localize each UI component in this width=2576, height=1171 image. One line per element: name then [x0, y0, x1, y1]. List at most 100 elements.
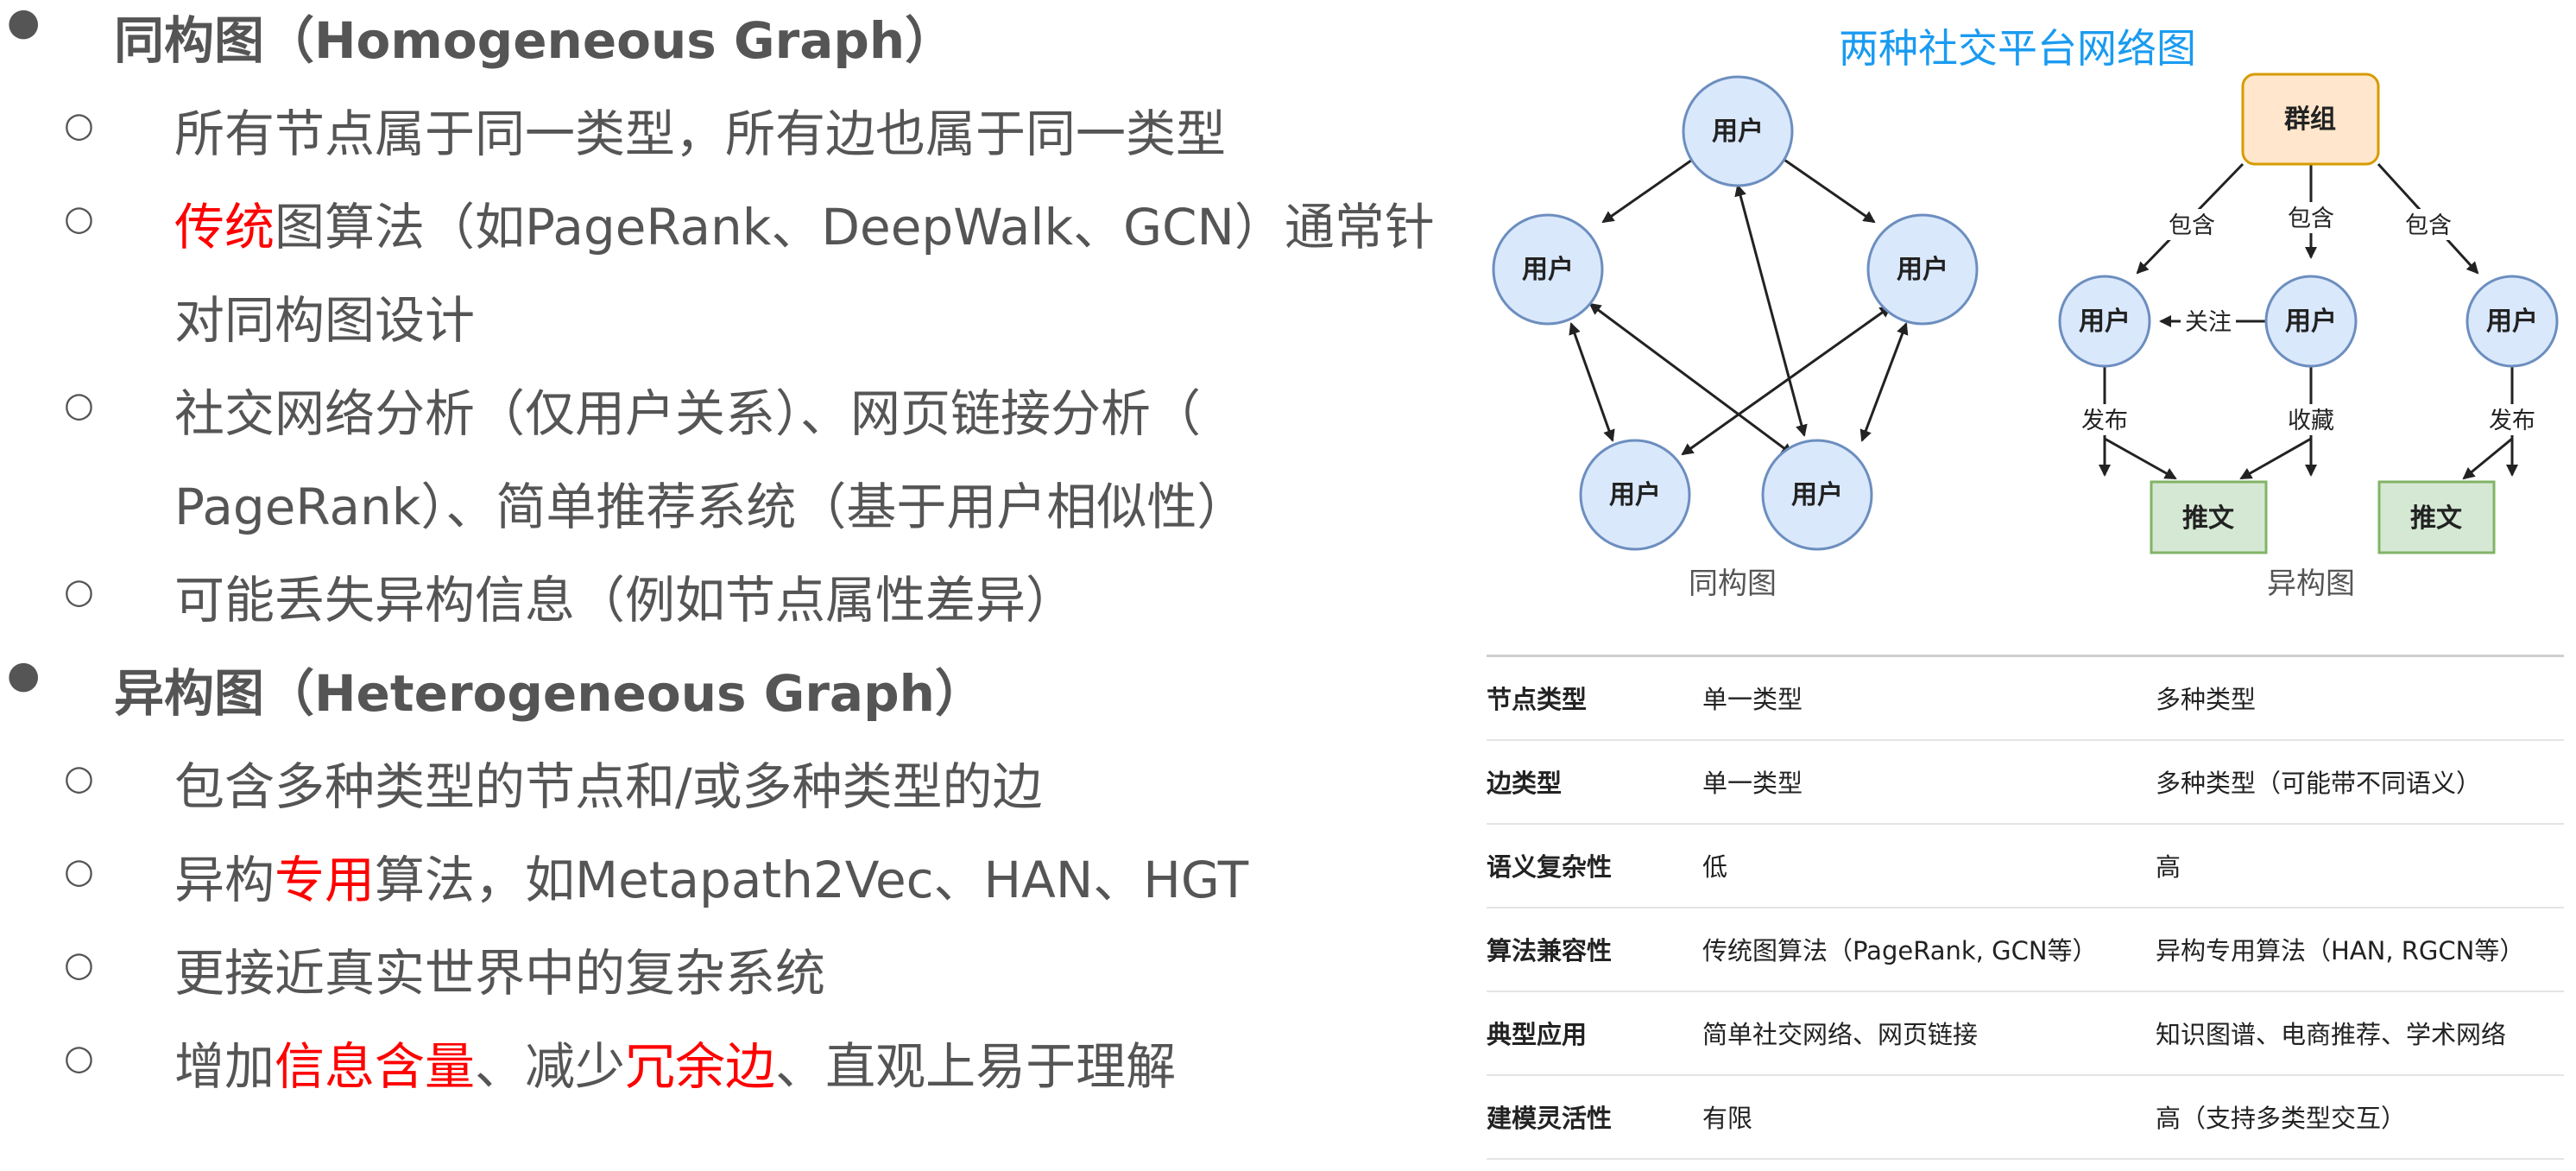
homo-user-node: 用户 — [1761, 439, 1873, 551]
tweet-node: 推文 — [2377, 480, 2496, 554]
table-cell: 低 — [1702, 852, 1728, 882]
bullet-text-segment: 所有节点属于同一类型，所有边也属于同一类型 — [174, 104, 1227, 163]
bullet-circle-icon: ○ — [64, 199, 94, 238]
hetero-user-node: 用户 — [2058, 275, 2151, 368]
bullet-text: 社交网络分析（仅用户关系）、网页链接分析（ — [174, 373, 1201, 446]
hetero-user-node: 用户 — [2264, 275, 2358, 368]
table-row: 典型应用 简单社交网络、网页链接 知识图谱、电商推荐、学术网络 — [1487, 991, 2564, 1075]
bullet-circle-icon: ○ — [64, 851, 94, 891]
table-cell: 简单社交网络、网页链接 — [1702, 1020, 1979, 1049]
tweet-node: 推文 — [2150, 480, 2268, 554]
homo-caption: 同构图 — [1689, 567, 1777, 601]
table-row-header: 建模灵活性 — [1487, 1104, 1613, 1133]
table-row-header: 典型应用 — [1487, 1020, 1588, 1049]
edge-label-post: 发布 — [2489, 408, 2535, 434]
bullet-circle-icon: ○ — [64, 105, 94, 145]
table-cell: 知识图谱、电商推荐、学术网络 — [2156, 1020, 2507, 1049]
hetero-user-label: 用户 — [2079, 307, 2131, 337]
edge-label-post: 发布 — [2081, 408, 2128, 434]
table-cell: 单一类型 — [1702, 685, 1803, 715]
hetero-user-label: 用户 — [2285, 307, 2337, 337]
bullet-text: PageRank）、简单推荐系统（基于用户相似性） — [174, 466, 1247, 539]
bullet-text: 异构图（Heterogeneous Graph） — [114, 653, 985, 725]
table-cell: 有限 — [1702, 1104, 1753, 1133]
bullet-text-segment: 对同构图设计 — [174, 291, 476, 350]
bullet-text-segment: 图算法（如PageRank、DeepWalk、GCN）通常针 — [275, 198, 1435, 256]
group-label: 群组 — [2284, 104, 2336, 135]
network-diagram: 两种社交平台网络图 用户 用户 用户 用户 — [1485, 17, 2564, 622]
highlight-text: 传统 — [174, 198, 275, 256]
bullet-text: 包含多种类型的节点和/或多种类型的边 — [174, 746, 1043, 819]
edge-label-follow: 关注 — [2185, 309, 2232, 336]
homo-user-node: 用户 — [1579, 439, 1691, 551]
hetero-caption: 异构图 — [2267, 567, 2355, 601]
homo-user-label: 用户 — [1522, 255, 1574, 285]
edge-label-contains: 包含 — [2169, 212, 2215, 239]
bullet-text: 传统图算法（如PageRank、DeepWalk、GCN）通常针 — [174, 187, 1435, 259]
bullet-text: 所有节点属于同一类型，所有边也属于同一类型 — [174, 93, 1226, 166]
bullet-circle-icon: ○ — [64, 385, 94, 425]
table-cell: 单一类型 — [1702, 769, 1803, 798]
bullet-text: 对同构图设计 — [174, 280, 475, 352]
table-row: 边类型 单一类型 多种类型（可能带不同语义） — [1487, 740, 2564, 824]
table-row-header: 边类型 — [1487, 769, 1563, 798]
table-row: 建模灵活性 有限 高（支持多类型交互） — [1487, 1075, 2564, 1159]
table-row: 节点类型单一类型多种类型 — [1487, 655, 2564, 740]
bullet-text-segment: 算法，如Metapath2Vec、HAN、HGT — [375, 851, 1249, 909]
hetero-tweet-edges — [2104, 437, 2513, 480]
hetero-user-node: 用户 — [2466, 275, 2559, 368]
table-cell: 高 — [2156, 852, 2181, 882]
bullet-text: 更接近真实世界中的复杂系统 — [174, 933, 825, 1005]
homo-user-label: 用户 — [1897, 255, 1948, 285]
table-cell: 多种类型 — [2156, 685, 2257, 715]
homo-user-label: 用户 — [1609, 480, 1661, 510]
bullet-dot-icon: ● — [7, 0, 41, 44]
homo-edges — [1569, 149, 1909, 456]
table-cell: 多种类型（可能带不同语义） — [2156, 769, 2482, 798]
bullet-text-segment: 增加 — [174, 1037, 275, 1096]
bullet-text-segment: 可能丢失异构信息（例如节点属性差异） — [174, 571, 1076, 630]
homo-user-node: 用户 — [1492, 213, 1604, 326]
hetero-user-label: 用户 — [2486, 307, 2538, 337]
bullet-text: 同构图（Homogeneous Graph） — [114, 0, 955, 73]
bullet-text: 可能丢失异构信息（例如节点属性差异） — [174, 560, 1076, 632]
bullet-text-segment: 同构图（Homogeneous Graph） — [114, 11, 956, 70]
table-cell: 传统图算法（PageRank, GCN等） — [1702, 936, 2098, 965]
tweet-label: 推文 — [2410, 503, 2462, 534]
edge-label-contains: 包含 — [2405, 212, 2452, 239]
bullet-circle-icon: ○ — [64, 1038, 94, 1078]
bullet-text: 增加信息含量、减少冗余边、直观上易于理解 — [174, 1026, 1176, 1098]
table-cell: 异构专用算法（HAN, RGCN等） — [2156, 936, 2525, 965]
bullet-text-segment: 更接近真实世界中的复杂系统 — [174, 944, 826, 1003]
bullet-text-segment: 、减少 — [475, 1037, 626, 1096]
edge-label-collect: 收藏 — [2288, 408, 2334, 434]
bullet-circle-icon: ○ — [64, 572, 94, 611]
table-row-header: 语义复杂性 — [1487, 852, 1613, 882]
bullet-text-segment: 异构图（Heterogeneous Graph） — [114, 664, 985, 723]
homo-user-label: 用户 — [1712, 117, 1764, 147]
diagram-title: 两种社交平台网络图 — [1839, 25, 2196, 72]
bullet-text-segment: 异构 — [174, 851, 275, 909]
table-cell: 高（支持多类型交互） — [2156, 1104, 2407, 1133]
tweet-label: 推文 — [2182, 503, 2234, 534]
homo-user-label: 用户 — [1791, 480, 1843, 510]
highlight-text: 冗余边 — [625, 1037, 776, 1096]
homo-user-node: 用户 — [1866, 213, 1979, 326]
table-row: 语义复杂性 低 高 — [1487, 824, 2564, 908]
table-row: 算法兼容性 传统图算法（PageRank, GCN等） 异构专用算法（HAN, RG… — [1487, 908, 2564, 991]
group-node: 群组 — [2241, 73, 2380, 166]
hetero-edge-labels: 包含 包含 包含 关注 发布 收藏 发布 — [2077, 202, 2540, 435]
bullet-text-segment: PageRank）、简单推荐系统（基于用户相似性） — [174, 478, 1247, 536]
table-row-header: 算法兼容性 — [1487, 936, 1613, 965]
bullet-circle-icon: ○ — [64, 945, 94, 984]
network-diagram-svg: 两种社交平台网络图 用户 用户 用户 用户 — [1492, 25, 2559, 601]
bullet-circle-icon: ○ — [64, 758, 94, 798]
bullet-text-segment: 包含多种类型的节点和/或多种类型的边 — [174, 757, 1043, 816]
bullet-text: 异构专用算法，如Metapath2Vec、HAN、HGT — [174, 839, 1248, 912]
highlight-text: 信息含量 — [275, 1037, 476, 1096]
comparison-table: 节点类型单一类型多种类型边类型单一类型多种类型（可能带不同语义）语义复杂性低高算… — [1487, 655, 2564, 1160]
bullet-text-segment: 社交网络分析（仅用户关系）、网页链接分析（ — [174, 384, 1202, 443]
homo-user-node: 用户 — [1682, 75, 1794, 187]
highlight-text: 专用 — [275, 851, 376, 909]
bullet-text-segment: 、直观上易于理解 — [775, 1037, 1177, 1096]
